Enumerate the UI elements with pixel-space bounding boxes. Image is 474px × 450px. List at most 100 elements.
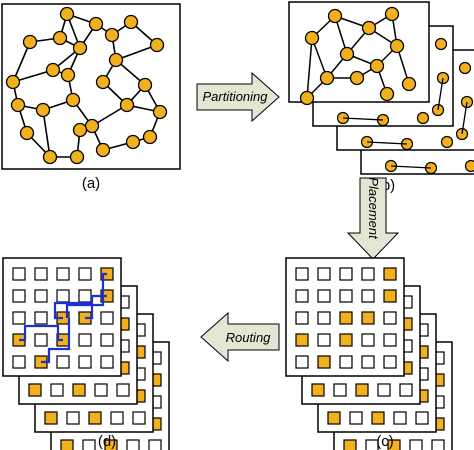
empty-cell [82,439,96,450]
empty-cell [100,311,114,325]
empty-cell [399,383,413,397]
panel-b-stack [288,1,474,175]
graph-node [19,125,35,141]
graph-node [379,86,395,102]
empty-cell [78,355,92,369]
graph-node [149,37,165,53]
empty-cell [295,311,309,325]
route-wire [19,324,63,342]
empty-cell [94,383,108,397]
graph-edge [115,44,158,61]
empty-cell [12,267,26,281]
empty-cell [295,267,309,281]
empty-cell [317,289,331,303]
route-wire [41,318,71,364]
empty-cell [361,333,375,347]
graph-node [458,61,472,75]
placed-cell [317,355,331,369]
graph-node [137,77,153,93]
graph-node [60,67,76,83]
graph-edge [42,109,51,158]
empty-cell [409,439,423,450]
empty-cell [116,383,130,397]
graph-node [440,135,454,149]
graph-node [45,62,61,78]
empty-cell [383,355,397,369]
placed-cell [361,311,375,325]
empty-cell [100,333,114,347]
graph-node [123,14,139,30]
graph-edge [12,41,31,83]
graph-node [299,90,315,106]
graph-edge [390,165,432,169]
graph-node [108,52,124,68]
empty-cell [110,411,124,425]
graph-node [88,16,104,32]
graph-node [22,34,38,50]
graph-node [52,30,68,46]
empty-cell [361,267,375,281]
graph-node [42,149,58,165]
empty-cell [295,355,309,369]
caption-d: (d) [98,433,116,450]
empty-cell [365,439,379,450]
empty-cell [295,289,309,303]
empty-cell [148,439,162,450]
route-wire [53,301,91,320]
routing-label: Routing [226,330,272,345]
empty-cell [339,355,353,369]
panel-d-stack [2,257,170,450]
empty-cell [78,333,92,347]
partitioning-arrow-shape [196,71,280,123]
graph-node [349,70,365,86]
caption-a: (a) [82,175,100,192]
graph-edge [306,37,313,99]
caption-c: (c) [376,433,394,450]
placement-label: Placement [366,177,381,240]
empty-cell [383,311,397,325]
route-wire [65,272,107,318]
empty-cell [56,355,70,369]
graph-node [401,76,417,92]
empty-cell [393,411,407,425]
empty-cell [333,383,347,397]
empty-cell [349,411,363,425]
placed-cell [355,383,369,397]
empty-cell [12,289,26,303]
empty-cell [56,289,70,303]
panel-c-stack [285,257,453,450]
empty-cell [78,289,92,303]
empty-cell [126,439,140,450]
panel-a-nodes [5,6,168,165]
graph-node [361,20,377,36]
graph-node [104,27,120,43]
placed-cell [72,383,86,397]
graph-node [5,74,21,90]
empty-cell [34,289,48,303]
graph-node [72,122,88,138]
empty-cell [317,311,331,325]
placed-cell [371,411,385,425]
graph-edge [461,101,468,135]
placed-cell [383,289,397,303]
placed-cell [88,411,102,425]
panel-c-placement: (c) [285,257,453,450]
empty-cell [100,355,114,369]
graph-node [125,134,141,150]
empty-cell [56,267,70,281]
graph-node [339,46,355,62]
placed-cell [104,439,118,450]
graph-node [10,97,26,113]
graph-node [389,38,405,54]
empty-cell [78,267,92,281]
graph-edge [437,77,444,111]
placed-cell [28,383,42,397]
empty-cell [431,439,445,450]
partitioning-arrow: Partitioning [196,71,280,123]
empty-cell [34,311,48,325]
graph-node [119,97,135,113]
graph-node [384,6,400,22]
placed-cell [383,267,397,281]
graph-node [84,118,100,134]
